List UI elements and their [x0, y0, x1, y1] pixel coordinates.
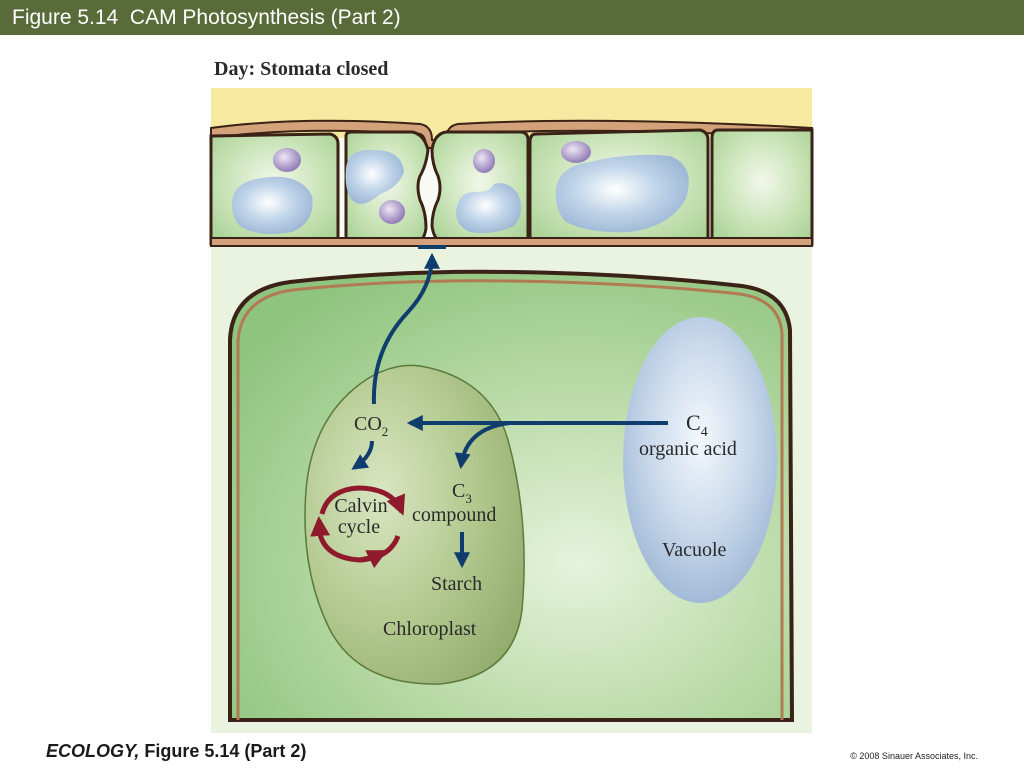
title-bar: Figure 5.14 CAM Photosynthesis (Part 2)	[0, 0, 1024, 35]
epidermal-vacuole-3	[456, 183, 522, 234]
c4-label: C4	[686, 410, 708, 440]
organic-acid-label: organic acid	[639, 438, 737, 460]
co2-subscript: 2	[382, 424, 389, 439]
vacuole	[623, 317, 777, 603]
c3-base: C	[452, 480, 465, 502]
nucleus-2	[379, 200, 405, 224]
panel-title: Day: Stomata closed	[214, 58, 388, 80]
nucleus-4	[561, 141, 591, 163]
co2-to-calvin-arrow	[351, 440, 374, 470]
footer-figure: Figure 5.14 (Part 2)	[139, 741, 307, 761]
footer-citation: ECOLOGY, Figure 5.14 (Part 2)	[46, 741, 306, 762]
nucleus-1	[273, 148, 301, 172]
calvin-cycle-arrow-top	[319, 485, 406, 516]
footer-book-title: ECOLOGY,	[46, 741, 140, 761]
co2-blocked-arrow	[371, 252, 440, 405]
calvin-label-line1: Calvin	[334, 495, 387, 517]
chloroplast-label: Chloroplast	[383, 618, 477, 640]
vacuole-label: Vacuole	[662, 539, 727, 561]
epidermal-vacuole-4	[555, 154, 689, 233]
starch-label: Starch	[431, 573, 482, 595]
calvin-cycle-arrow-tail	[359, 549, 388, 569]
co2-base: CO	[354, 413, 382, 435]
c4-base: C	[686, 410, 701, 435]
c3-subscript: 3	[465, 491, 472, 506]
calvin-cycle-arrow-bottom	[310, 516, 401, 563]
calvin-label-line2: cycle	[338, 516, 380, 538]
footer-copyright: © 2008 Sinauer Associates, Inc.	[850, 751, 978, 761]
c4-to-c3-arrow	[454, 421, 511, 470]
epidermal-vacuole-2	[345, 149, 404, 204]
slide-title: Figure 5.14 CAM Photosynthesis (Part 2)	[12, 6, 401, 29]
c3-label: C3	[452, 480, 472, 506]
epidermal-vacuole-1	[232, 176, 313, 234]
epidermis-inner-wall	[210, 237, 813, 247]
compound-label: compound	[412, 504, 496, 526]
mesophyll-cell-wall-inner	[236, 279, 784, 720]
co2-label: CO2	[354, 413, 388, 439]
nucleus-3	[473, 149, 495, 173]
c4-subscript: 4	[701, 425, 708, 440]
epidermal-cell-5	[710, 128, 814, 246]
